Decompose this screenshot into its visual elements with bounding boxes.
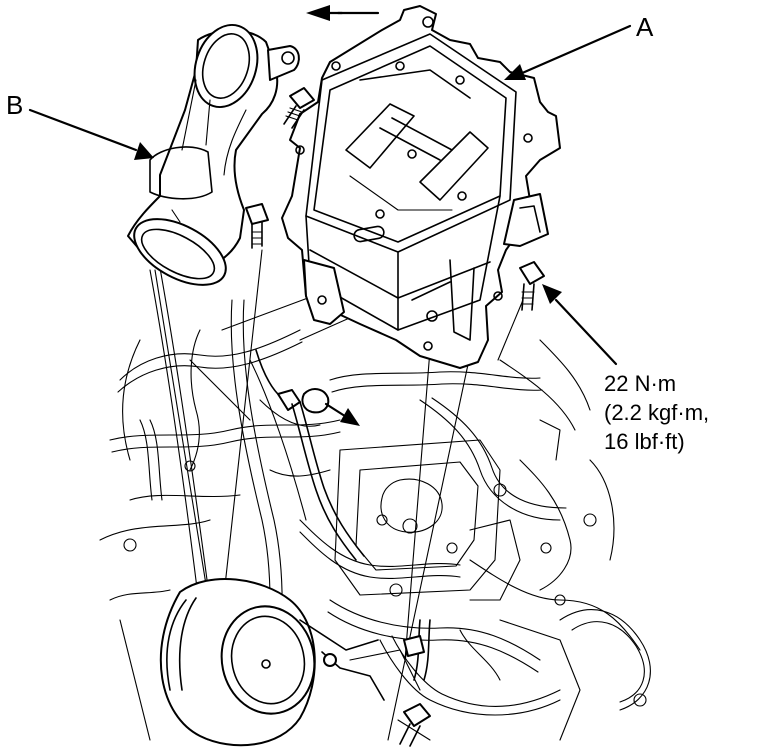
- callout-label-b: B: [6, 90, 24, 120]
- bolt-mid-left: [245, 203, 269, 249]
- bolt-top-left: [283, 87, 315, 129]
- arrow-direction-top: [306, 5, 380, 21]
- bolt-torque-right: [519, 261, 545, 311]
- torque-spec-kgf: (2.2 kgf·m,: [604, 400, 710, 425]
- arrow-harness-pointer: [324, 402, 360, 426]
- arrow-callout-a: [504, 24, 632, 80]
- arrow-callout-b: [28, 108, 154, 160]
- torque-spec-lbf: 16 lbf·ft): [604, 429, 685, 454]
- torque-spec-metric: 22 N·m: [604, 371, 677, 396]
- bracket-a: [281, 5, 561, 369]
- arrow-callout-torque: [542, 284, 618, 366]
- assembly-leader-lines: [154, 249, 524, 746]
- torque-spec: 22 N·m (2.2 kgf·m, 16 lbf·ft): [604, 369, 709, 456]
- callout-label-a: A: [636, 12, 654, 42]
- sensor-cap-lower: [159, 577, 385, 747]
- harness-connector: [255, 349, 431, 681]
- intake-duct-b: [127, 23, 300, 286]
- bolt-bottom: [397, 703, 431, 747]
